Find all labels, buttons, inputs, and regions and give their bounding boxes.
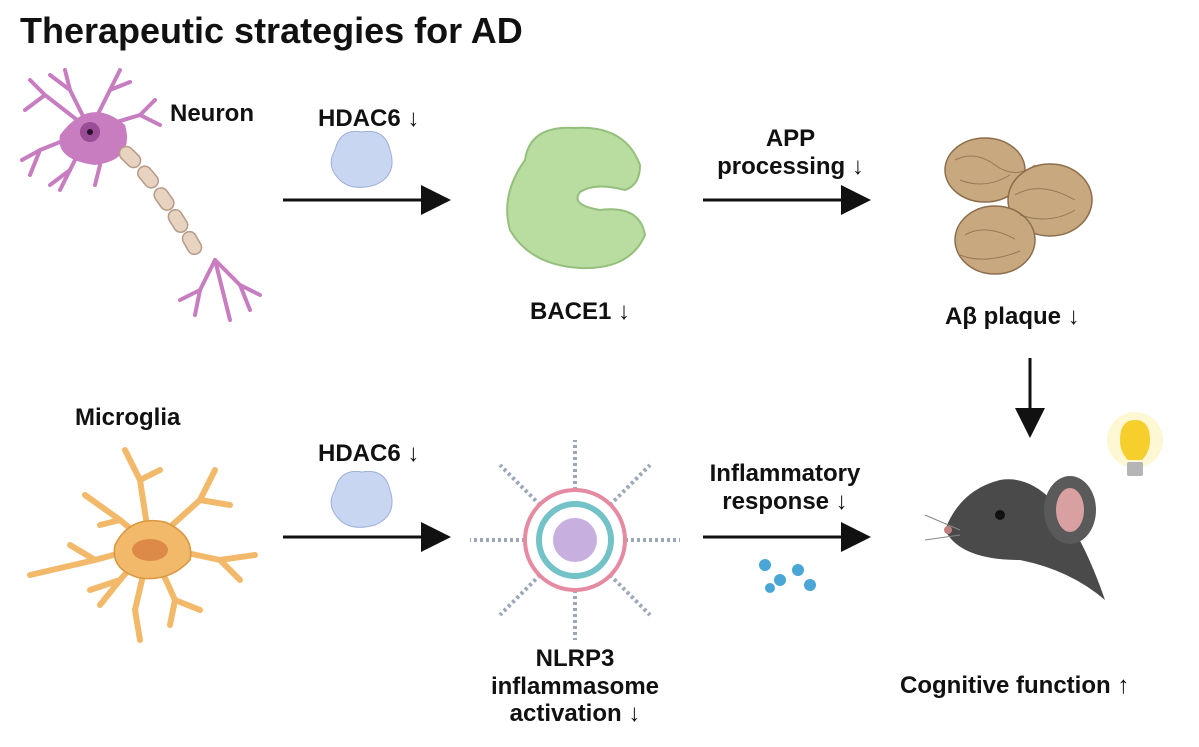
- page-title: Therapeutic strategies for AD: [20, 10, 523, 51]
- nlrp3-line1: NLRP3: [535, 645, 615, 672]
- microglia-label: Microglia: [75, 404, 181, 431]
- mouse-icon: [924, 476, 1105, 600]
- nlrp3-line2: inflammasome: [490, 672, 660, 700]
- hdac6-label-top: HDAC6 ↓: [318, 105, 420, 132]
- inflammatory-line1: Inflammatory: [709, 460, 861, 487]
- amyloid-plaque-icon: [944, 137, 1093, 275]
- hdac6-protein-icon: [330, 130, 393, 528]
- neuron-label: Neuron: [170, 100, 254, 127]
- cognitive-function-label: Cognitive function ↑: [900, 672, 1130, 699]
- app-processing-line1: APP: [765, 125, 816, 152]
- nlrp3-inflammasome-icon: [470, 440, 680, 640]
- inflammatory-line2: response ↓: [722, 487, 848, 515]
- nlrp3-line3: activation ↓: [509, 700, 641, 728]
- nlrp3-label: NLRP3 inflammasome activation ↓: [470, 645, 680, 728]
- cytokine-dots-icon: [759, 559, 816, 593]
- abeta-plaque-label: Aβ plaque ↓: [945, 303, 1080, 330]
- lightbulb-icon: [1107, 412, 1163, 476]
- neuron-icon: [20, 68, 262, 322]
- hdac6-label-bottom: HDAC6 ↓: [318, 440, 420, 467]
- inflammatory-response-label: Inflammatory response ↓: [690, 460, 880, 515]
- bace1-label: BACE1 ↓: [530, 298, 631, 325]
- app-processing-line2: processing ↓: [717, 152, 864, 180]
- bace1-protein-icon: [506, 126, 647, 270]
- app-processing-label: APP processing ↓: [703, 125, 878, 180]
- microglia-icon: [27, 447, 258, 643]
